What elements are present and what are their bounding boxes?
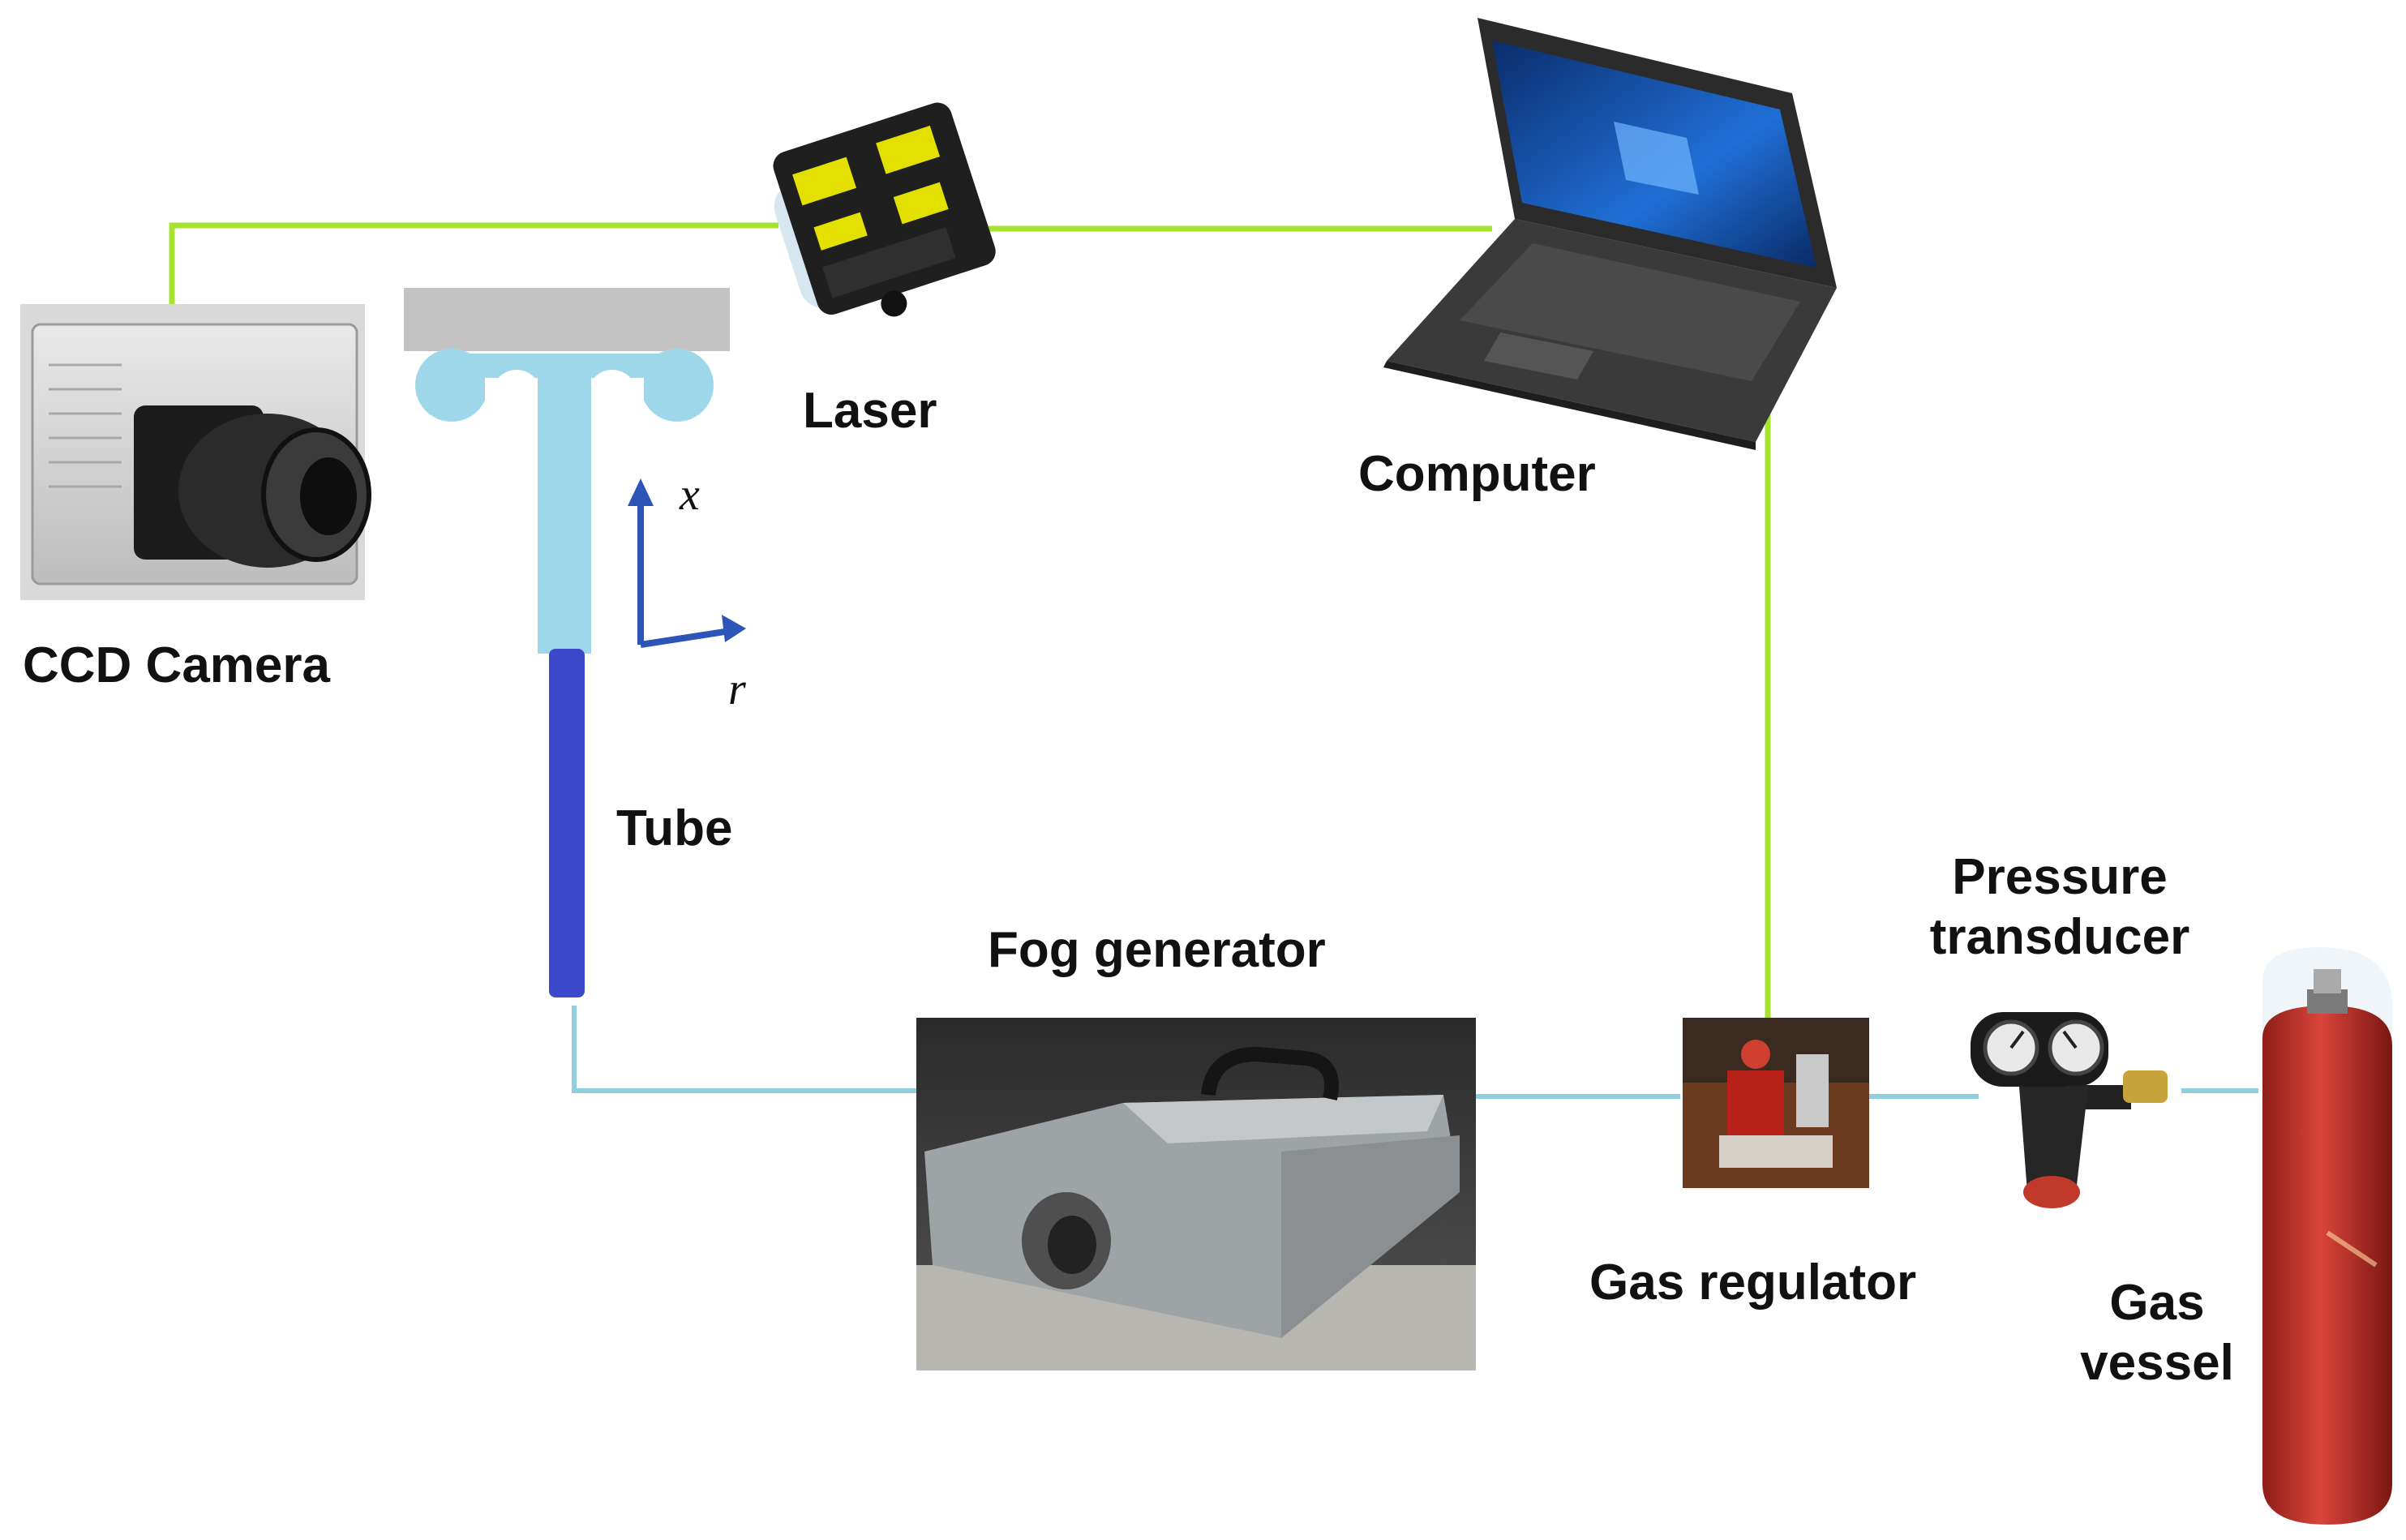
ccd-camera-label: CCD Camera	[23, 637, 331, 693]
signal-line-camera-laser	[169, 222, 778, 308]
laser-label: Laser	[803, 383, 937, 439]
pressure-transducer-label-line2: transducer	[1929, 909, 2190, 966]
gas-vessel-icon	[2262, 947, 2392, 1525]
fog-generator-icon	[916, 1018, 1476, 1371]
computer-label: Computer	[1358, 446, 1596, 502]
tube-icon	[404, 288, 730, 997]
coordinate-axes	[628, 478, 746, 648]
pressure-transducer-label-line1: Pressure	[1952, 849, 2168, 905]
pressure-transducer-label: Pressure transducer	[1906, 847, 2214, 968]
computer-icon	[1383, 18, 1837, 450]
axis-r-label: r	[728, 664, 746, 714]
tube-label: Tube	[616, 800, 733, 856]
fog-generator-label: Fog generator	[988, 922, 1326, 978]
gas-vessel-label-line1: Gas	[2109, 1275, 2205, 1331]
ccd-camera-icon	[20, 304, 371, 600]
gas-regulator-label: Gas regulator	[1589, 1255, 1917, 1311]
gas-vessel-label: Gas vessel	[2060, 1273, 2254, 1394]
laser-icon	[773, 102, 996, 317]
gas-vessel-label-line2: vessel	[2080, 1335, 2234, 1392]
gas-regulator-icon	[1683, 1018, 1869, 1188]
pressure-transducer-icon	[1971, 1012, 2168, 1208]
axis-x-label: x	[680, 470, 700, 520]
gas-line-tube-fog	[572, 1006, 920, 1093]
